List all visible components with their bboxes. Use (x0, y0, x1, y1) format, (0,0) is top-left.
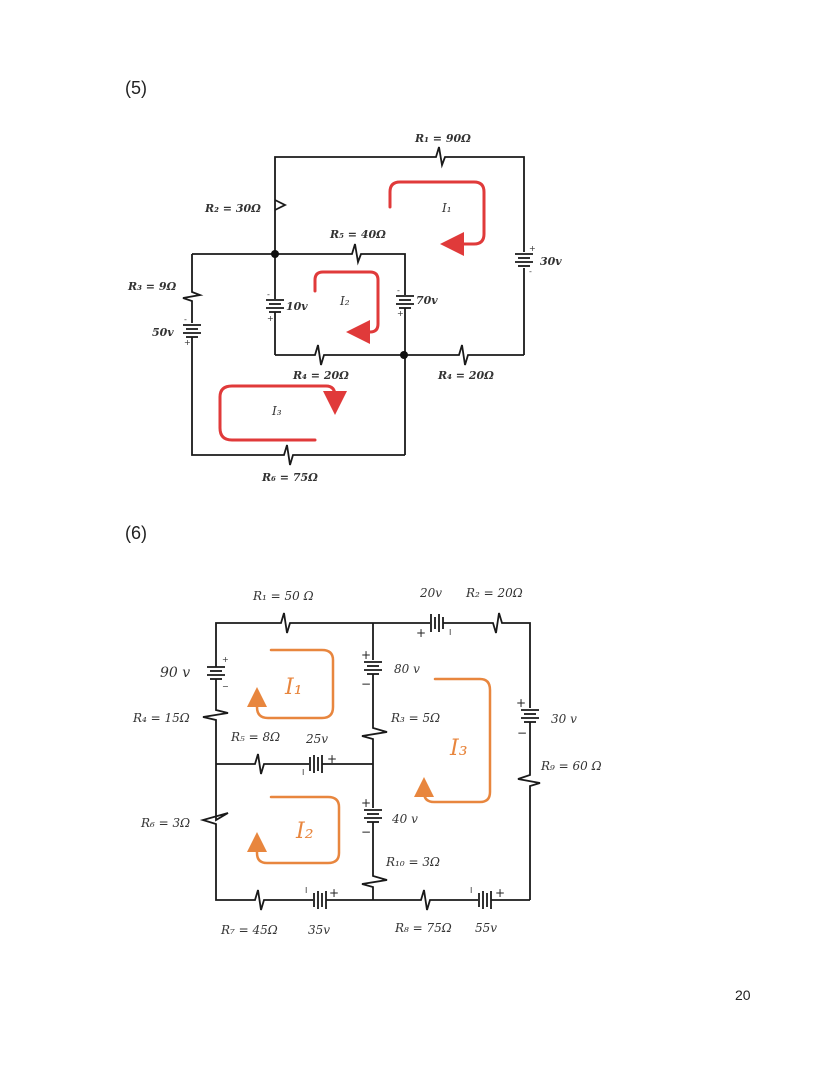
label-25v: 25v (305, 732, 328, 746)
resistor-r4 (199, 679, 313, 911)
svg-text:+: + (516, 696, 526, 710)
battery-55v: I + (470, 886, 505, 909)
resistor-r9 (517, 722, 541, 900)
label-r5: R₅ = 40Ω (329, 228, 386, 241)
battery-35v: I + (305, 886, 339, 909)
node (271, 250, 279, 258)
wire-r2 (443, 612, 531, 708)
battery-30v: + − (516, 696, 539, 740)
wire-r5 (192, 243, 406, 295)
wire-r8 (372, 889, 478, 911)
label-r1: R₁ = 90Ω (414, 132, 471, 145)
svg-text:-: - (397, 286, 400, 295)
node (400, 351, 408, 359)
resistor-r3 (182, 254, 204, 323)
label-r5: R₅ = 8Ω (230, 730, 280, 744)
label-r7: R₇ = 45Ω (220, 923, 278, 937)
label-40v: 40 v (391, 812, 418, 826)
svg-text:+: + (267, 314, 274, 323)
loop-i2-label: I₂ (295, 819, 314, 844)
svg-text:I: I (305, 886, 307, 895)
resistor-r10 (361, 822, 388, 900)
resistor-r2 (274, 199, 288, 211)
svg-text:+: + (495, 886, 505, 900)
label-r9: R₉ = 60 Ω (540, 759, 602, 773)
battery-40v: + − (361, 796, 382, 839)
loop-i3-arrow (218, 384, 347, 442)
label-r1: R₁ = 50 Ω (252, 589, 314, 603)
label-r10: R₁₀ = 3Ω (385, 855, 440, 869)
label-70v: 70v (416, 294, 438, 307)
battery-80v: + − (361, 648, 382, 691)
label-r6: R₆ = 3Ω (140, 816, 190, 830)
wire-r5 (216, 753, 309, 775)
loop-i1-arrow (388, 180, 486, 256)
page-number: 20 (735, 987, 751, 1003)
loop-i3-label: I₃ (271, 404, 282, 418)
svg-text:+: + (222, 655, 229, 664)
label-r2: R₂ = 20Ω (465, 586, 523, 600)
svg-text:-: - (267, 290, 270, 299)
svg-text:-: - (529, 267, 532, 276)
resistor-r3 (361, 674, 388, 808)
label-30v: 30 v (551, 712, 577, 726)
loop-i1-arrow (247, 648, 335, 720)
svg-text:−: − (517, 726, 527, 740)
label-r4a: R₄ = 20Ω (292, 369, 349, 382)
loop-i1-label: I₁ (284, 675, 303, 700)
wire-r6 (191, 337, 405, 466)
label-50v: 50v (152, 326, 174, 339)
battery-30v: + - (515, 244, 536, 355)
problem-5-label: (5) (125, 78, 147, 98)
label-r4: R₄ = 15Ω (132, 711, 190, 725)
svg-text:−: − (222, 682, 229, 691)
svg-text:+: + (416, 626, 426, 640)
label-80v: 80 v (394, 662, 420, 676)
circuit-5: + - - + - + (127, 132, 562, 484)
loop-i2-label: I₂ (339, 294, 350, 308)
label-30v: 30v (540, 255, 562, 268)
label-r6: R₆ = 75Ω (261, 471, 318, 484)
battery-10v: - + (266, 254, 284, 355)
svg-text:+: + (329, 886, 339, 900)
svg-text:−: − (361, 825, 371, 839)
svg-text:+: + (397, 309, 404, 318)
svg-text:+: + (184, 338, 191, 347)
circuit-6: + I + − I + (132, 586, 602, 937)
loop-i3-arrow (414, 677, 492, 804)
label-r3: R₃ = 5Ω (390, 711, 440, 725)
svg-text:I: I (470, 886, 472, 895)
svg-text:+: + (327, 752, 337, 766)
battery-20v: + I (416, 614, 451, 640)
loop-i3-label: I₃ (449, 736, 468, 761)
wire-bottom-right (404, 344, 524, 366)
battery-90v: + − (207, 655, 229, 691)
label-35v: 35v (308, 923, 330, 937)
svg-text:+: + (529, 244, 536, 253)
loop-i2-arrow (313, 270, 380, 344)
label-90v: 90 v (160, 665, 190, 681)
svg-text:I: I (449, 628, 451, 637)
label-55v: 55v (475, 921, 497, 935)
svg-text:−: − (361, 677, 371, 691)
label-r8: R₈ = 75Ω (394, 921, 452, 935)
problem-6-label: (6) (125, 523, 147, 543)
svg-text:-: - (184, 315, 187, 324)
label-r4b: R₄ = 20Ω (437, 369, 494, 382)
wire-top (274, 146, 525, 253)
label-r2: R₂ = 30Ω (204, 202, 261, 215)
label-r3: R₃ = 9Ω (127, 280, 176, 293)
svg-text:+: + (361, 648, 371, 662)
loop-i1-label: I₁ (441, 201, 452, 215)
label-10v: 10v (286, 300, 308, 313)
battery-70v: - + (396, 286, 414, 455)
wire-r4a (275, 344, 404, 366)
label-20v: 20v (419, 586, 442, 600)
loop-i2-arrow (247, 795, 341, 865)
wire-r1 (215, 612, 373, 653)
svg-text:+: + (361, 796, 371, 810)
svg-text:I: I (302, 768, 304, 777)
